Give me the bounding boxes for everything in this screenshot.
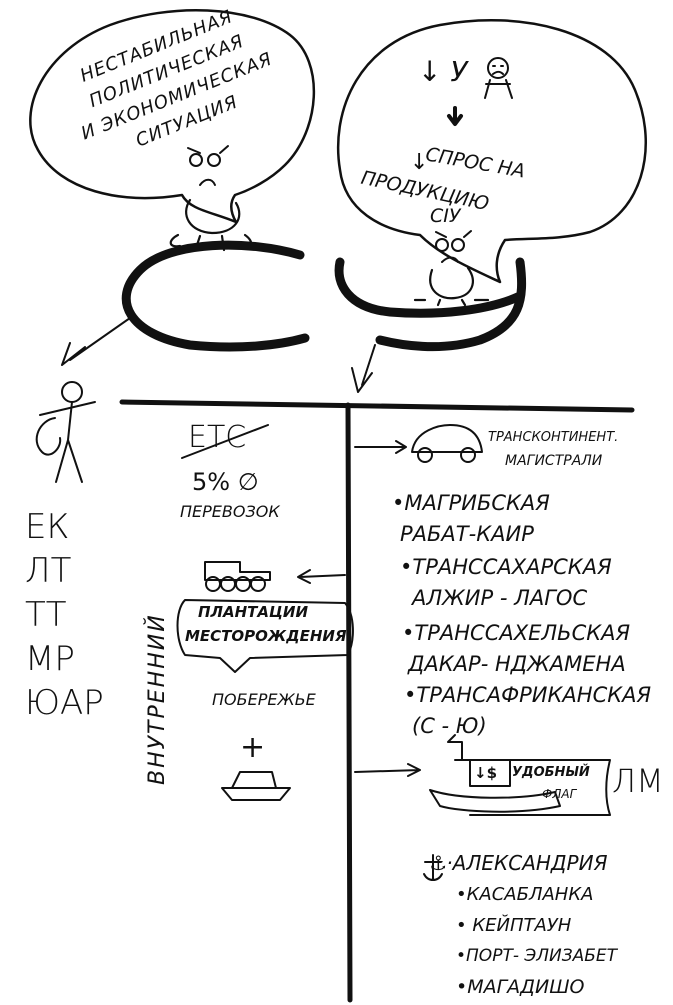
flag-line-2: ФЛАГ bbox=[542, 787, 577, 801]
right-thought-bubble bbox=[336, 19, 648, 284]
port-casablanca: •КАСАБЛАНКА bbox=[456, 884, 594, 905]
port-mogadishu: •МАГАДИШО bbox=[456, 976, 585, 998]
left-column: ЕК ЛТ ТТ МР ЮАР bbox=[25, 505, 104, 725]
right-creature bbox=[413, 57, 513, 307]
port-port-elizabeth: •ПОРТ- ЭЛИЗАБЕТ bbox=[456, 946, 618, 966]
letter-c bbox=[121, 240, 310, 352]
arrow-to-plantations bbox=[297, 569, 346, 584]
transcontinent-line-2: МАГИСТРАЛИ bbox=[505, 453, 603, 469]
left-column-item-ek: ЕК bbox=[25, 507, 70, 547]
port-alexandria: ⚓·АЛЕКСАНДРИЯ bbox=[430, 851, 608, 875]
right-bubble-down-mark: ↓ bbox=[410, 150, 429, 175]
anchor-icon bbox=[423, 854, 443, 881]
arrow-center-down bbox=[351, 344, 376, 393]
coast-label: ПОБЕРЕЖЬЕ bbox=[212, 690, 316, 709]
route-transsahara-path: АЛЖИР - ЛАГОС bbox=[412, 586, 588, 610]
route-transsahel-name: •ТРАНССАХЕЛЬСКАЯ bbox=[402, 621, 631, 645]
left-thought-bubble bbox=[29, 9, 316, 224]
right-bubble-line-3: СІУ bbox=[430, 205, 461, 227]
etc-transport-label: ПЕРЕВОЗОК bbox=[180, 502, 280, 521]
route-maghreb-name: •МАГРИБСКАЯ bbox=[392, 491, 550, 515]
flag-line-1: УДОБНЫЙ bbox=[512, 765, 590, 780]
arrow-to-transcontinent bbox=[354, 440, 407, 454]
flag-side-label: ЛМ bbox=[612, 762, 664, 800]
internal-label: ВНУТРЕННИЙ bbox=[145, 613, 170, 785]
t-vertical-bar bbox=[345, 402, 353, 1003]
train-icon bbox=[204, 561, 271, 592]
route-transafrica-name: •ТРАНСАФРИКАНСКАЯ bbox=[404, 683, 652, 707]
flag-ship-icon bbox=[429, 734, 611, 816]
left-column-item-lt: ЛТ bbox=[25, 551, 72, 591]
ports-list: ⚓·АЛЕКСАНДРИЯ •КАСАБЛАНКА • КЕЙПТАУН •ПО… bbox=[430, 848, 617, 1003]
arrow-left-down bbox=[61, 317, 131, 366]
letter-u bbox=[334, 257, 527, 352]
ship-icon bbox=[221, 771, 291, 801]
route-transafrica-path: (С - Ю) bbox=[412, 714, 487, 738]
left-column-item-mr: МР bbox=[25, 639, 75, 679]
right-bubble-top-mark: ↓ У bbox=[418, 55, 468, 88]
t-horizontal-bar bbox=[119, 399, 635, 413]
plantations-callout bbox=[176, 599, 354, 673]
etc-crossed-label: ЕТС bbox=[188, 420, 247, 455]
flag-money-label: ↓$ bbox=[474, 764, 498, 782]
plantations-line-1: ПЛАНТАЦИИ bbox=[198, 603, 309, 621]
arrow-to-flag bbox=[354, 763, 421, 777]
etc-strike bbox=[181, 424, 269, 459]
route-maghreb-path: РАБАТ-КАИР bbox=[400, 522, 534, 546]
transcontinent-line-1: ТРАНСКОНТИНЕНТ. bbox=[488, 430, 619, 445]
route-transsahel-path: ДАКАР- НДЖАМЕНА bbox=[408, 652, 626, 676]
routes-list: •МАГРИБСКАЯ РАБАТ-КАИР •ТРАНССАХАРСКАЯ А… bbox=[382, 488, 651, 742]
left-column-item-yuar: ЮАР bbox=[25, 683, 104, 723]
plantations-line-2: МЕСТОРОЖДЕНИЯ bbox=[185, 627, 347, 645]
port-capetown: • КЕЙПТАУН bbox=[456, 915, 572, 936]
plus-sign: + bbox=[240, 730, 266, 765]
stick-figure bbox=[35, 381, 96, 483]
car-icon bbox=[411, 424, 483, 463]
left-column-item-tt: ТТ bbox=[25, 595, 67, 635]
route-transsahara-name: •ТРАНССАХАРСКАЯ bbox=[400, 555, 612, 579]
etc-percent: 5% ∅ bbox=[192, 468, 259, 496]
